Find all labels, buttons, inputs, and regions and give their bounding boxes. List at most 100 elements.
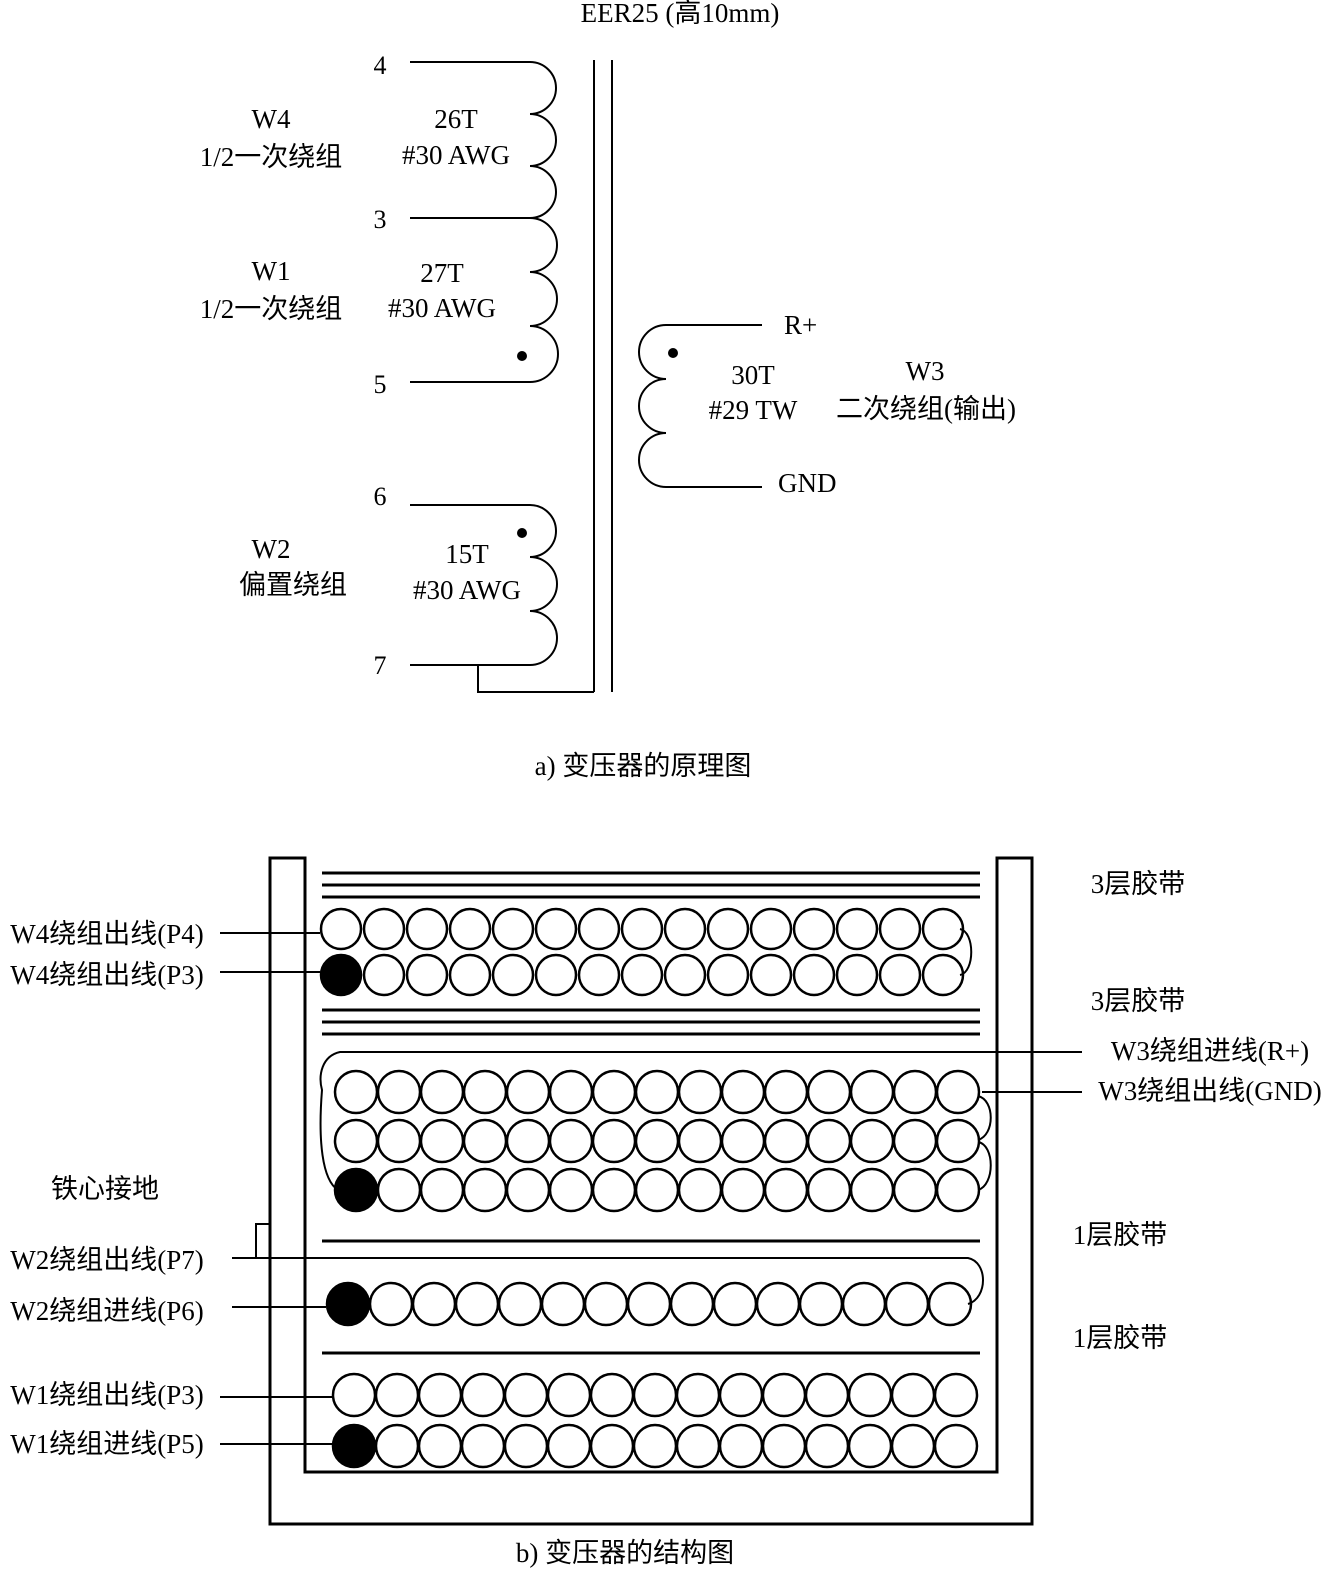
w4-row-2-conductor <box>491 953 535 997</box>
w2-row-conductor <box>368 1281 414 1327</box>
w1-row-2-conductor <box>933 1423 979 1469</box>
w3-bottom-terminal: GND <box>778 468 837 498</box>
w1-row-2-conductor <box>718 1423 764 1469</box>
w3-row-1-conductor <box>892 1069 938 1115</box>
w3-row-2-conductor <box>419 1118 465 1164</box>
core-title: EER25 (高10mm) <box>581 0 780 28</box>
pin-6-label: 6 <box>374 482 387 511</box>
schematic-labels: EER25 (高10mm) 4 3 5 6 7 W4 1/2一次绕组 26T #… <box>200 0 1016 781</box>
w3-row-2-conductor <box>333 1118 379 1164</box>
w4-row-2-conductor <box>792 953 836 997</box>
w2-row-conductor <box>798 1281 844 1327</box>
w4-row-1-conductor <box>620 907 664 951</box>
w3-row-1-conductor <box>376 1069 422 1115</box>
w3-row-2-conductor <box>849 1118 895 1164</box>
polarity-dot-w1 <box>517 351 527 361</box>
w4-out-p3-label: W4绕组出线(P3) <box>10 960 203 990</box>
core-ground-link <box>477 665 594 693</box>
w4-row-1-conductor <box>792 907 836 951</box>
w3-top-terminal: R+ <box>784 310 817 340</box>
w3-row-2-conductor <box>763 1118 809 1164</box>
w4-row-1-conductor <box>663 907 707 951</box>
w4-out-p4-label: W4绕组出线(P4) <box>10 919 203 949</box>
w2-row-conductor <box>583 1281 629 1327</box>
w4-row-2-conductor <box>835 953 879 997</box>
w3-row-2-conductor <box>505 1118 551 1164</box>
w4-name: W4 <box>252 104 291 134</box>
w3-row-1-conductor <box>806 1069 852 1115</box>
schematic <box>410 60 762 693</box>
w3-turns: 30T <box>731 360 775 390</box>
w2-row-conductor <box>540 1281 586 1327</box>
w3-row-1-conductor <box>419 1069 465 1115</box>
w1-coil <box>410 217 559 383</box>
w1-row-1-conductor <box>933 1372 979 1418</box>
w4-row-2-conductor <box>921 953 965 997</box>
w3-row-3-conductor <box>849 1167 895 1213</box>
w1-row-2-conductor <box>632 1423 678 1469</box>
core-ground-label: 铁心接地 <box>51 1174 159 1204</box>
w3-row-1-conductor <box>849 1069 895 1115</box>
w2-row-conductor <box>497 1281 543 1327</box>
w4-row-2-conductor <box>405 953 449 997</box>
polarity-dot-w3 <box>668 348 678 358</box>
w2-row-conductor <box>884 1281 930 1327</box>
w1-row-1-conductor <box>374 1372 420 1418</box>
w2-row-conductor <box>454 1281 500 1327</box>
w3-row-1-conductor <box>763 1069 809 1115</box>
w2-out-wire <box>232 1257 984 1305</box>
pin-7-label: 7 <box>374 651 387 680</box>
w1-row-2-conductor <box>890 1423 936 1469</box>
w1-row-1-conductor <box>890 1372 936 1418</box>
w3-row-2-conductor <box>376 1118 422 1164</box>
w4-row-1-conductor <box>491 907 535 951</box>
w3-row-3-conductor <box>720 1167 766 1213</box>
w1-turns: 27T <box>420 258 464 288</box>
w1-row-1-conductor <box>546 1372 592 1418</box>
w3-row-3-conductor <box>462 1167 508 1213</box>
w3-row-3-conductor <box>763 1167 809 1213</box>
w4-row-1-conductor <box>706 907 750 951</box>
bobbin-outer <box>268 856 1034 1526</box>
w3-row-3-conductor <box>505 1167 551 1213</box>
w3-row-3-conductor <box>419 1167 465 1213</box>
w3-turnaround-2 <box>977 1141 992 1191</box>
w3-row-3-start-conductor <box>333 1167 379 1213</box>
w4-coil <box>410 61 557 219</box>
w4-row-1-conductor <box>405 907 449 951</box>
w3-row-3-conductor <box>548 1167 594 1213</box>
w1-row-1-conductor <box>632 1372 678 1418</box>
w3-row-3-conductor <box>591 1167 637 1213</box>
w2-desc: 偏置绕组 <box>239 570 347 600</box>
w2-row-conductor <box>669 1281 715 1327</box>
w4-row-2-start-conductor <box>319 953 363 997</box>
w2-row-conductor <box>411 1281 457 1327</box>
w1-row-1-conductor <box>804 1372 850 1418</box>
w4-row-1-conductor <box>749 907 793 951</box>
w3-row-2-conductor <box>462 1118 508 1164</box>
w3-row-2-conductor <box>548 1118 594 1164</box>
tape-label-upper-mid: 3层胶带 <box>1091 986 1186 1016</box>
w3-row-2-conductor <box>591 1118 637 1164</box>
w3-row-3-conductor <box>892 1167 938 1213</box>
w3-row-1-conductor <box>935 1069 981 1115</box>
w1-row-2-conductor <box>761 1423 807 1469</box>
w4-turns: 26T <box>434 104 478 134</box>
core-ground-bracket <box>255 1223 270 1258</box>
w4-desc: 1/2一次绕组 <box>200 142 343 172</box>
w4-row-2-conductor <box>663 953 707 997</box>
w3-row-2-conductor <box>634 1118 680 1164</box>
w4-wire: #30 AWG <box>402 140 510 170</box>
w3-row-2-conductor <box>720 1118 766 1164</box>
w2-coil <box>410 504 558 666</box>
w3-row-1-conductor <box>634 1069 680 1115</box>
w3-row-3-conductor <box>806 1167 852 1213</box>
structure-labels: 3层胶带 3层胶带 1层胶带 1层胶带 W3绕组进线(R+) W3绕组出线(GN… <box>10 869 1321 1568</box>
w3-row-2-conductor <box>806 1118 852 1164</box>
w4-row-1-conductor <box>362 907 406 951</box>
w3-row-2-conductor <box>935 1118 981 1164</box>
w2-row-conductor <box>626 1281 672 1327</box>
tape-label-bottom: 1层胶带 <box>1073 1323 1168 1353</box>
w4-turnaround <box>959 928 973 976</box>
